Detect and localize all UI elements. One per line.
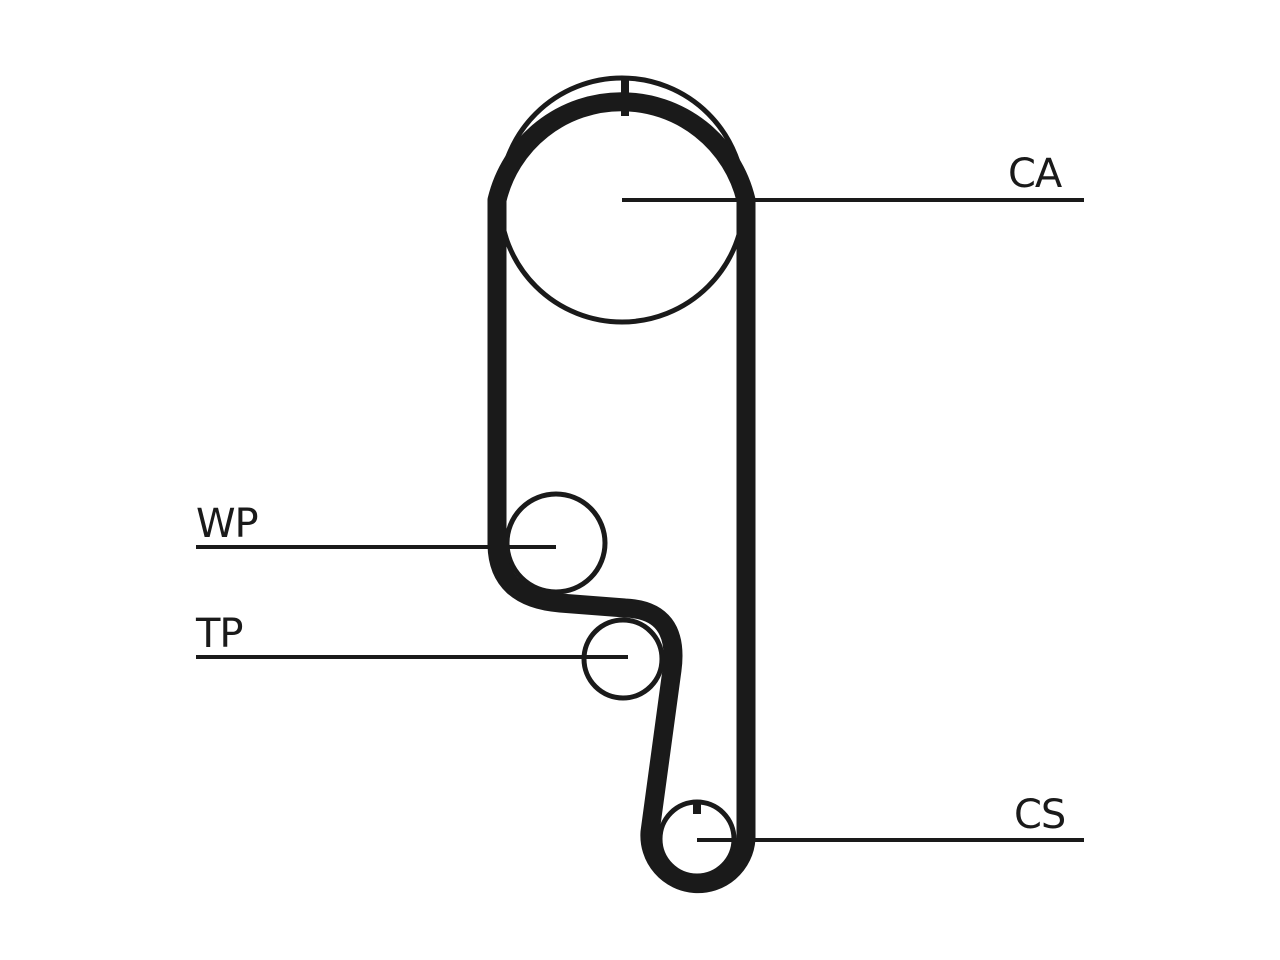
label-ca: CA bbox=[1008, 151, 1063, 197]
timing-belt bbox=[487, 92, 756, 894]
label-tp: TP bbox=[195, 611, 243, 657]
water-pump-pulley bbox=[504, 491, 608, 595]
label-wp: WP bbox=[196, 501, 258, 547]
label-cs: CS bbox=[1014, 792, 1065, 838]
